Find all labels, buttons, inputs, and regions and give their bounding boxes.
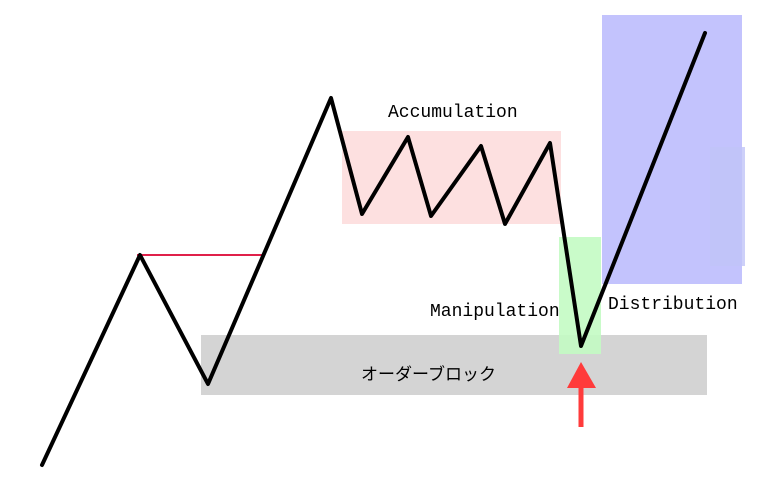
accumulation-zone [342,131,561,224]
price-path-line [40,31,707,467]
order-block-zone [201,335,707,395]
up-arrow-icon [567,362,596,427]
order-block-label: オーダーブロック [361,364,496,385]
accumulation-label: Accumulation [388,103,518,123]
distribution-zone-overlay [710,147,745,266]
manipulation-label: Manipulation [430,302,560,322]
distribution-label: Distribution [608,295,738,315]
